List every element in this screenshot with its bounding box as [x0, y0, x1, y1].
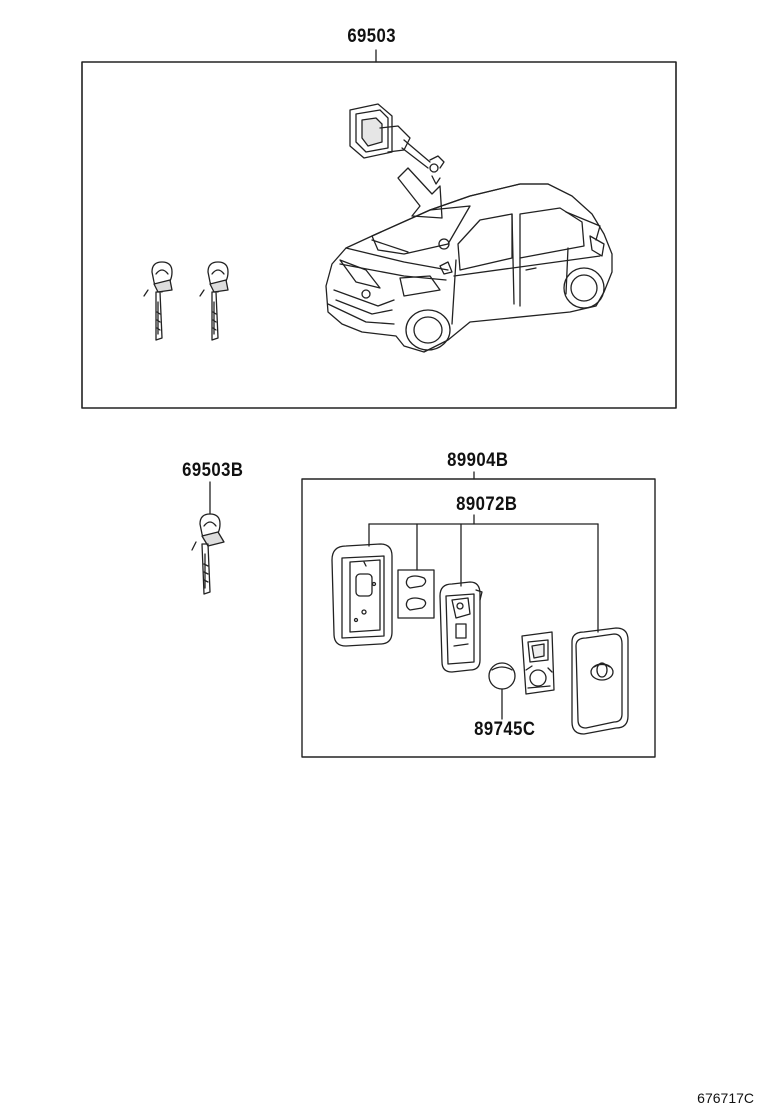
- callout-89904b[interactable]: 89904B: [447, 450, 509, 471]
- key-icon: [143, 261, 173, 341]
- transmitter-frame: [301, 478, 656, 758]
- key-blank-icon: [191, 513, 225, 595]
- case-back-icon: [331, 543, 393, 647]
- location-arrow-icon: [397, 167, 443, 219]
- coin-battery-icon: [488, 662, 516, 690]
- diagram-id: 676717C: [697, 1090, 754, 1106]
- callout-89072b[interactable]: 89072B: [456, 494, 518, 515]
- key-icon: [199, 261, 229, 341]
- lock-cylinder-icon: [349, 103, 445, 185]
- circuit-board-icon: [521, 631, 555, 695]
- callout-69503[interactable]: 69503: [347, 26, 397, 47]
- callout-69503b[interactable]: 69503B: [182, 460, 244, 481]
- callout-89745c[interactable]: 89745C: [474, 719, 536, 740]
- button-pad-icon: [397, 569, 435, 619]
- vehicle-icon: [325, 183, 613, 353]
- assembly-frame: [81, 61, 677, 409]
- key-fob-icon: [571, 627, 629, 735]
- inner-case-icon: [439, 581, 483, 673]
